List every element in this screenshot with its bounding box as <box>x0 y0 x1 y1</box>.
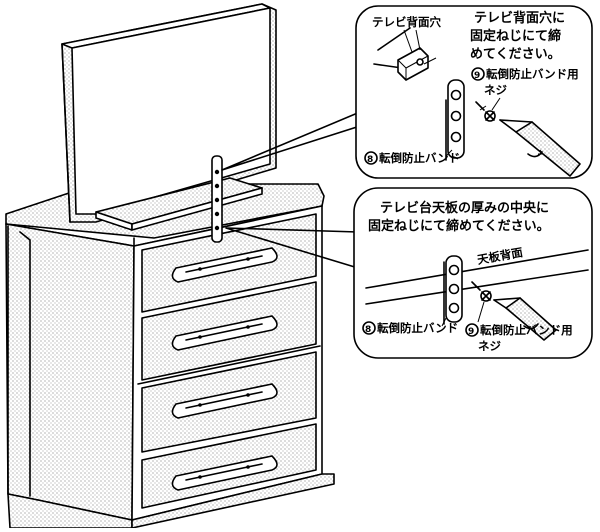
screwdriver-icon <box>493 297 557 341</box>
screw-label-bottom-line2: ネジ <box>478 339 501 353</box>
callout-top: テレビ背面穴 テレビ背面穴に 固定ねじにて締 めてください。 9 転倒防止バンド… <box>355 5 593 179</box>
stand-left-panel <box>5 223 135 521</box>
drawer-handle-1 <box>171 247 278 283</box>
band-label-top: 転倒防止バンド <box>379 151 460 165</box>
screw-icon <box>475 101 496 122</box>
callout-bottom: テレビ台天板の厚みの中央に 固定ねじにて締めてください。 天板背面 8 転倒防止… <box>353 187 593 359</box>
screw-label-top-line1: 転倒防止バンド用 <box>486 67 579 81</box>
anti-tip-band <box>211 155 223 243</box>
screw-icon <box>471 281 492 302</box>
instruction-top-line3: めてください。 <box>470 47 561 62</box>
screw-label-bottom-line1: 転倒防止バンド用 <box>480 323 573 337</box>
screw-number-bottom: 9 <box>468 327 474 337</box>
band-label-bottom: 転倒防止バンド <box>377 321 458 335</box>
instruction-top-line1: テレビ背面穴に <box>474 10 565 26</box>
label-tv-back-hole: テレビ背面穴 <box>372 15 441 29</box>
band-number-top: 8 <box>367 155 373 165</box>
drawer-handle-3 <box>171 383 278 419</box>
instruction-bottom-line1: テレビ台天板の厚みの中央に <box>380 200 549 216</box>
callout-top-leader <box>221 111 361 171</box>
instruction-top-line2: 固定ねじにて締 <box>470 28 561 44</box>
band-number-bottom: 8 <box>365 325 371 335</box>
callout-bottom-leader <box>225 227 359 269</box>
drawer-handle-2 <box>171 315 278 351</box>
screw-label-top-line2: ネジ <box>484 83 507 97</box>
tv-stand <box>5 183 335 529</box>
instruction-bottom-line2: 固定ねじにて締めてください。 <box>368 218 550 234</box>
television <box>61 3 277 231</box>
screwdriver-icon <box>499 119 581 177</box>
screw-number-top: 9 <box>474 71 480 81</box>
drawer-handle-4 <box>171 455 278 491</box>
